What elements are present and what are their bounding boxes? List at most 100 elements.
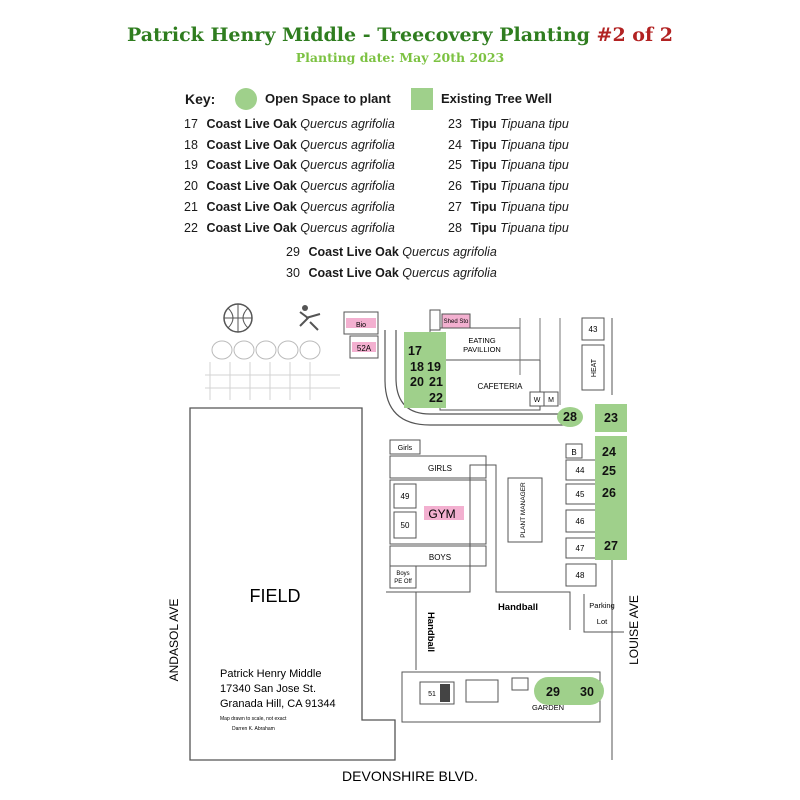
tree-scientific-name: Quercus agrifolia — [300, 117, 395, 131]
room-47-label: 47 — [576, 544, 585, 553]
runner-head — [302, 305, 308, 311]
tree-list-item: 19 Coast Live Oak Quercus agrifolia — [184, 155, 395, 176]
plant-manager-building — [507, 477, 543, 543]
address-line1: Patrick Henry Middle — [220, 668, 321, 680]
tree-common-name: Coast Live Oak — [206, 137, 297, 152]
garden-area — [401, 671, 601, 723]
restroom-m-label: M — [548, 397, 554, 404]
tree-number: 27 — [448, 199, 462, 214]
tree-number: 24 — [448, 137, 462, 152]
cafeteria-label: CAFETERIA — [478, 382, 524, 391]
tree-number: 29 — [286, 245, 300, 259]
court-circle — [255, 340, 277, 360]
tree-common-name: Tipu — [470, 220, 497, 235]
tree-29-label: 29 — [546, 685, 560, 699]
tree-list-item: 29 Coast Live Oak Quercus agrifolia — [286, 242, 497, 263]
planting-date: Planting date: May 20th 2023 — [295, 50, 505, 65]
tree-17-label: 17 — [408, 344, 422, 358]
page-title: Patrick Henry Middle - Treecovery Planti… — [0, 24, 800, 46]
tree-well-17-22 — [404, 332, 446, 408]
tree-number: 17 — [184, 117, 198, 131]
runner-icon — [299, 311, 321, 331]
tree-list-right: 23 Tipu Tipuana tipu 24 Tipu Tipuana tipu… — [448, 114, 569, 238]
court-circle — [211, 340, 233, 360]
andasol-ave-label: ANDASOL AVE — [167, 599, 181, 682]
open-space-28 — [557, 407, 583, 427]
tree-scientific-name: Quercus agrifolia — [300, 199, 395, 214]
tree-list-item: 21 Coast Live Oak Quercus agrifolia — [184, 197, 395, 218]
tree-well-23 — [595, 404, 627, 432]
tree-27-label: 27 — [604, 539, 618, 553]
legend: Key: Open Space to plant Existing Tree W… — [185, 88, 625, 110]
tree-list-item: 27 Tipu Tipuana tipu — [448, 197, 569, 218]
tree-common-name: Coast Live Oak — [308, 265, 399, 280]
tree-number: 21 — [184, 199, 198, 214]
handball-walls — [386, 464, 571, 670]
title-highlight: #2 of 2 — [596, 24, 673, 46]
tree-common-name: Tipu — [470, 137, 497, 152]
tree-common-name: Coast Live Oak — [206, 117, 297, 131]
address-line2: 17340 San Jose St. — [220, 683, 316, 695]
room-44-label: 44 — [576, 466, 585, 475]
room-48 — [565, 563, 597, 587]
tree-20-label: 20 — [410, 375, 424, 389]
tree-well-24-27 — [595, 436, 627, 560]
tree-18-label: 18 — [410, 360, 424, 374]
room-52a-highlight — [352, 342, 376, 352]
shed-label: Shed Sto — [444, 319, 469, 325]
room-48-label: 48 — [576, 571, 585, 580]
tree-scientific-name: Tipuana tipu — [500, 199, 569, 214]
tree-common-name: Coast Live Oak — [206, 158, 297, 173]
room-43-label: 43 — [589, 325, 598, 334]
tree-list-item: 26 Tipu Tipuana tipu — [448, 176, 569, 197]
room-49 — [393, 483, 417, 509]
garden-box — [511, 677, 529, 691]
lot-label: Lot — [597, 617, 608, 626]
tree-22-label: 22 — [429, 391, 443, 405]
tree-number: 26 — [448, 179, 462, 194]
room-46-label: 46 — [576, 517, 585, 526]
address-line3: Granada Hill, CA 91344 — [220, 698, 336, 710]
boys-label: BOYS — [429, 553, 451, 562]
tree-number: 30 — [286, 265, 300, 280]
tree-list-item: 20 Coast Live Oak Quercus agrifolia — [184, 176, 395, 197]
court-circle — [233, 340, 255, 360]
garden-label: GARDEN — [532, 703, 564, 712]
tree-number: 22 — [184, 220, 198, 235]
tree-number: 23 — [448, 117, 462, 131]
tree-list-item: 22 Coast Live Oak Quercus agrifolia — [184, 218, 395, 239]
tree-28-label: 28 — [563, 410, 577, 424]
road-inner — [384, 330, 570, 426]
tree-scientific-name: Quercus agrifolia — [300, 179, 395, 194]
girls-label: GIRLS — [428, 464, 452, 473]
court-lines — [205, 362, 340, 400]
louise-ave-label: LOUISE AVE — [627, 595, 641, 665]
tree-list-item: 28 Tipu Tipuana tipu — [448, 218, 569, 239]
girls-small-label: Girls — [398, 445, 413, 452]
devonshire-blvd-label: DEVONSHIRE BLVD. — [342, 768, 478, 784]
room-51-label: 51 — [428, 691, 436, 698]
handball-label: Handball — [498, 602, 538, 613]
title-main: Patrick Henry Middle - Treecovery Planti… — [127, 24, 597, 46]
room-b-label: B — [571, 448, 576, 457]
tree-scientific-name: Tipuana tipu — [500, 179, 569, 194]
tree-24-label: 24 — [602, 445, 616, 459]
small-room — [429, 309, 441, 331]
handball-vertical-label: Handball — [425, 612, 436, 652]
field-area — [189, 407, 396, 761]
tree-25-label: 25 — [602, 464, 616, 478]
garden-shed — [465, 679, 499, 703]
room-52a-label: 52A — [357, 344, 372, 353]
tree-23-label: 23 — [604, 411, 618, 425]
address-credit: Darren K. Abraham — [232, 726, 275, 732]
tree-30-label: 30 — [580, 685, 594, 699]
heat-building — [581, 344, 605, 391]
boys-locker — [389, 545, 487, 567]
open-space-label: Open Space to plant — [265, 91, 391, 106]
tree-scientific-name: Tipuana tipu — [500, 158, 569, 173]
tree-common-name: Tipu — [470, 179, 497, 194]
